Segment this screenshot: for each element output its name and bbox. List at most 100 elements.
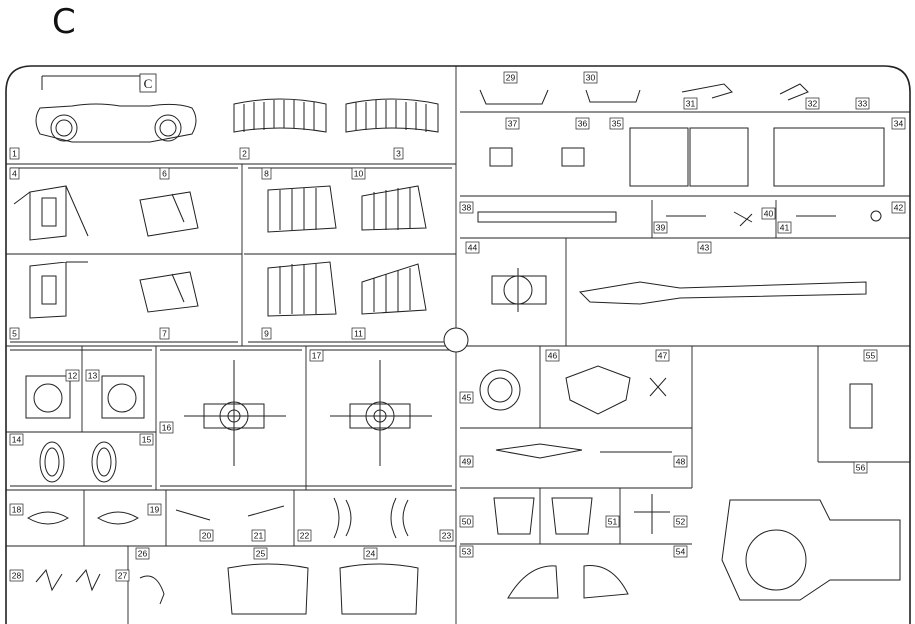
part-number-label: 22 [300, 531, 310, 541]
part-number-label: 30 [586, 73, 596, 83]
part-label-box [159, 421, 174, 434]
part-43-44-rotor [491, 268, 867, 312]
part-12-15-rings [25, 375, 145, 483]
part-number-label: 35 [612, 119, 622, 129]
part-label-box [393, 147, 404, 160]
part-4-7-frames [13, 185, 199, 319]
part-number-label: 45 [462, 393, 472, 403]
part-label-box [261, 167, 272, 180]
part-label-box [139, 433, 154, 446]
part-label-box [251, 529, 266, 542]
part-label-box [459, 201, 474, 214]
part-label-box [253, 547, 268, 560]
part-label-box [697, 241, 712, 254]
part-label-box [363, 547, 378, 560]
part-number-label: 1 [12, 149, 17, 159]
part-label-box [855, 97, 870, 110]
part-label-box [503, 71, 518, 84]
part-label-box [683, 97, 698, 110]
part-label-box [853, 461, 868, 474]
part-label-box [545, 349, 560, 362]
part-label-box [9, 503, 24, 516]
part-number-label: 5 [12, 329, 17, 339]
part-number-label: 26 [138, 549, 148, 559]
part-number-label: 13 [88, 371, 98, 381]
part-18-23-small [27, 497, 409, 539]
part-number-label: 29 [506, 73, 516, 83]
part-number-label: 40 [764, 209, 774, 219]
part-label-box [891, 201, 906, 214]
part-45-52-right-mid [479, 365, 672, 535]
part-number-label: 46 [548, 351, 558, 361]
part-number-label: 31 [686, 99, 696, 109]
part-number-label: 34 [894, 119, 904, 129]
part-number-label: 21 [254, 531, 264, 541]
part-number-label: 28 [12, 571, 22, 581]
part-label-box [65, 369, 80, 382]
part-number-label: 43 [700, 243, 710, 253]
part-number-label: 36 [578, 119, 588, 129]
part-number-label: 53 [462, 547, 472, 557]
part-number-label: 39 [656, 223, 666, 233]
part-label-box [891, 117, 906, 130]
part-label-box [351, 327, 366, 340]
part-label-box [159, 327, 170, 340]
part-label-box [239, 147, 250, 160]
part-16-17-hubs [184, 360, 432, 466]
part-number-label: 3 [396, 149, 401, 159]
part-8-11-engines [267, 185, 427, 317]
part-number-label: 19 [150, 505, 160, 515]
part-number-label: 56 [856, 463, 866, 473]
part-label-box [459, 545, 474, 558]
part-number-label: 25 [256, 549, 266, 559]
part-number-label: 15 [142, 435, 152, 445]
part-label-box [777, 221, 792, 234]
part-number-label: 41 [780, 223, 790, 233]
part-label-box [805, 97, 820, 110]
part-number-label: 2 [242, 149, 247, 159]
part-number-label: 33 [858, 99, 868, 109]
part-label-box [673, 515, 688, 528]
sprue-frame [5, 65, 911, 624]
part-number-label: 47 [658, 351, 668, 361]
part-label-box [159, 167, 170, 180]
part-number-label: 18 [12, 505, 22, 515]
part-label-box [439, 529, 454, 542]
part-number-label: 37 [508, 119, 518, 129]
part-number-label: 54 [676, 547, 686, 557]
part-number-label: 48 [676, 457, 686, 467]
part-number-label: 9 [264, 329, 269, 339]
part-number-label: 12 [68, 371, 78, 381]
part-number-label: 4 [12, 169, 17, 179]
part-number-label: 32 [808, 99, 818, 109]
part-label-box [9, 147, 20, 160]
part-label-box [575, 117, 590, 130]
part-number-label: 10 [354, 169, 364, 179]
part-number-label: 38 [462, 203, 472, 213]
part-number-label: 17 [312, 351, 322, 361]
part-number-label: 16 [162, 423, 172, 433]
part-label-box [459, 515, 474, 528]
part-label-box [673, 545, 688, 558]
part-number-label: 14 [12, 435, 22, 445]
part-number-label: 52 [676, 517, 686, 527]
part-label-box [9, 569, 24, 582]
part-number-label: 11 [354, 329, 363, 339]
part-label-box [85, 369, 100, 382]
tab-letter: C [144, 76, 153, 91]
part-label-box [9, 327, 20, 340]
part-1-fuselage [35, 75, 197, 143]
part-label-box [655, 349, 670, 362]
part-label-box [863, 349, 878, 362]
part-number-label: 44 [468, 243, 478, 253]
part-label-box [465, 241, 480, 254]
part-label-box [505, 117, 520, 130]
part-label-box [583, 71, 598, 84]
part-label-box [135, 547, 150, 560]
part-label-box [115, 569, 130, 582]
part-number-label: 20 [202, 531, 212, 541]
part-label-box [609, 117, 624, 130]
part-label-box [309, 349, 324, 362]
